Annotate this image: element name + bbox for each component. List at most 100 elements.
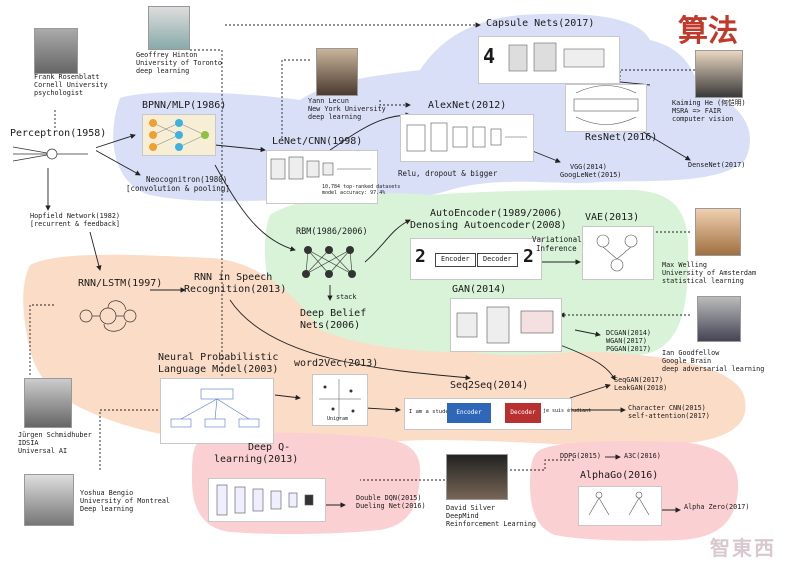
node-gan-variants: DCGAN(2014)WGAN(2017)PGGAN(2017) — [606, 329, 652, 353]
node-char-cnn: Character CNN(2015)self-attention(2017) — [628, 404, 710, 420]
node-alphago: AlphaGo(2016) — [580, 470, 659, 481]
link-perceptron-bpnn — [94, 133, 136, 149]
link-alexnet-vgg — [529, 149, 561, 163]
figure-gan — [450, 298, 562, 352]
link-nplm-w2v — [274, 394, 301, 401]
node-lenet: LeNet/CNN(1998) — [272, 136, 363, 147]
link-speech-seq — [229, 299, 471, 381]
seq-output: je suis étudiant — [543, 408, 592, 414]
ae-input-digit: 2 — [415, 246, 426, 267]
node-alexnet: AlexNet(2012) — [428, 100, 507, 111]
node-gan: GAN(2014) — [452, 284, 507, 295]
node-perceptron: Perceptron(1958) — [10, 128, 107, 139]
link-resnet-densenet — [639, 129, 691, 161]
link-lecun — [281, 59, 310, 140]
figure-dqn — [208, 478, 326, 522]
node-stack: stack — [336, 293, 357, 301]
node-a3c: A3C(2016) — [624, 452, 661, 460]
seq-encoder-box: Encoder — [447, 403, 491, 423]
figure-seq2seq: I am a student Encoder Decoder je suis é… — [404, 398, 591, 430]
photo-bengio — [24, 474, 74, 526]
figure-vae — [582, 226, 654, 280]
figure-rbm — [296, 242, 362, 282]
link-silver-alphago — [510, 459, 575, 471]
figure-perceptron — [8, 142, 96, 166]
link-hinton — [190, 49, 223, 430]
node-dqn: Deep Q-learning(2013) — [214, 442, 299, 465]
figure-alphago — [578, 486, 662, 526]
node-rbm: RBM(1986/2006) — [296, 227, 368, 237]
figure-alexnet — [400, 114, 534, 162]
node-neocognitron: Neocognitron(1980)[convolution & pooling… — [126, 175, 230, 193]
node-capsule: Capsule Nets(2017) — [486, 18, 595, 29]
word2vec-caption: Unigram — [327, 416, 349, 422]
link-hopfield-rnn — [89, 231, 102, 271]
photo-welling — [695, 208, 741, 256]
ae-encoder-box: Encoder — [435, 253, 476, 267]
figure-resnet — [565, 84, 647, 132]
figure-capsule: 4 — [478, 36, 620, 84]
link-perceptron-neocog — [94, 149, 141, 176]
link-schmidhuber — [29, 304, 55, 375]
figure-nplm — [160, 378, 274, 444]
ae-decoder-box: Decoder — [477, 253, 518, 267]
photo-rosenblatt — [34, 28, 78, 74]
seq-decoder-box: Decoder — [505, 403, 541, 423]
link-gan-seqgan — [559, 344, 616, 381]
link-rbm-ae — [364, 219, 411, 263]
link-seq-seqgan — [569, 383, 611, 399]
node-seq2seq: Seq2Seq(2014) — [450, 380, 529, 391]
node-autoencoder: AutoEncoder(1989/2006)Denosing Autoencod… — [410, 208, 567, 231]
link-bengio — [99, 409, 160, 470]
node-word2vec: word2Vec(2013) — [294, 358, 379, 369]
link-he — [619, 69, 695, 80]
node-seqgan: SeqGAN(2017)LeakGAN(2018) — [614, 376, 668, 392]
figure-autoencoder: 2 Encoder Decoder 2 — [410, 238, 542, 280]
node-vgg: VGG(2014)GoogLeNet(2015) — [560, 163, 622, 179]
photo-he — [695, 50, 743, 98]
capsule-digit: 4 — [483, 44, 496, 68]
page-title: 算法 — [678, 14, 738, 49]
ae-output-digit: 2 — [523, 246, 534, 267]
figure-rnn-lstm — [64, 292, 150, 340]
node-bpnn: BPNN/MLP(1986) — [142, 100, 227, 111]
figure-lenet — [266, 150, 378, 204]
photo-schmidhuber — [24, 378, 72, 428]
node-rnn-lstm: RNN/LSTM(1997) — [78, 278, 163, 289]
node-vae: VAE(2013) — [585, 212, 640, 223]
node-densenet: DenseNet(2017) — [688, 161, 746, 169]
node-hopfield: Hopfield Network(1982)[recurrent & feedb… — [30, 212, 121, 228]
node-double-dqn: Double DQN(2015)Dueling Net(2016) — [356, 494, 426, 510]
link-hinton-alexnet — [379, 100, 411, 108]
node-resnet: ResNet(2016) — [585, 132, 658, 143]
figure-word2vec: Unigram — [312, 374, 368, 426]
photo-hinton — [148, 6, 190, 50]
node-ddpg: DDPG(2015) — [560, 452, 601, 460]
seq-input: I am a student — [409, 409, 456, 415]
node-alphazero: Alpha Zero(2017) — [684, 503, 750, 511]
figure-bpnn — [142, 114, 216, 156]
alexnet-note: Relu, dropout & bigger — [398, 169, 498, 178]
photo-silver — [446, 454, 508, 500]
link-w2v-seq — [364, 407, 401, 413]
link-gan-variants — [574, 329, 601, 337]
photo-lecun — [316, 48, 358, 96]
link-bpnn-lenet — [214, 144, 266, 153]
link-bpnn-rbm — [214, 164, 296, 252]
watermark: 智東西 — [710, 536, 776, 560]
photo-goodfellow — [697, 296, 741, 342]
